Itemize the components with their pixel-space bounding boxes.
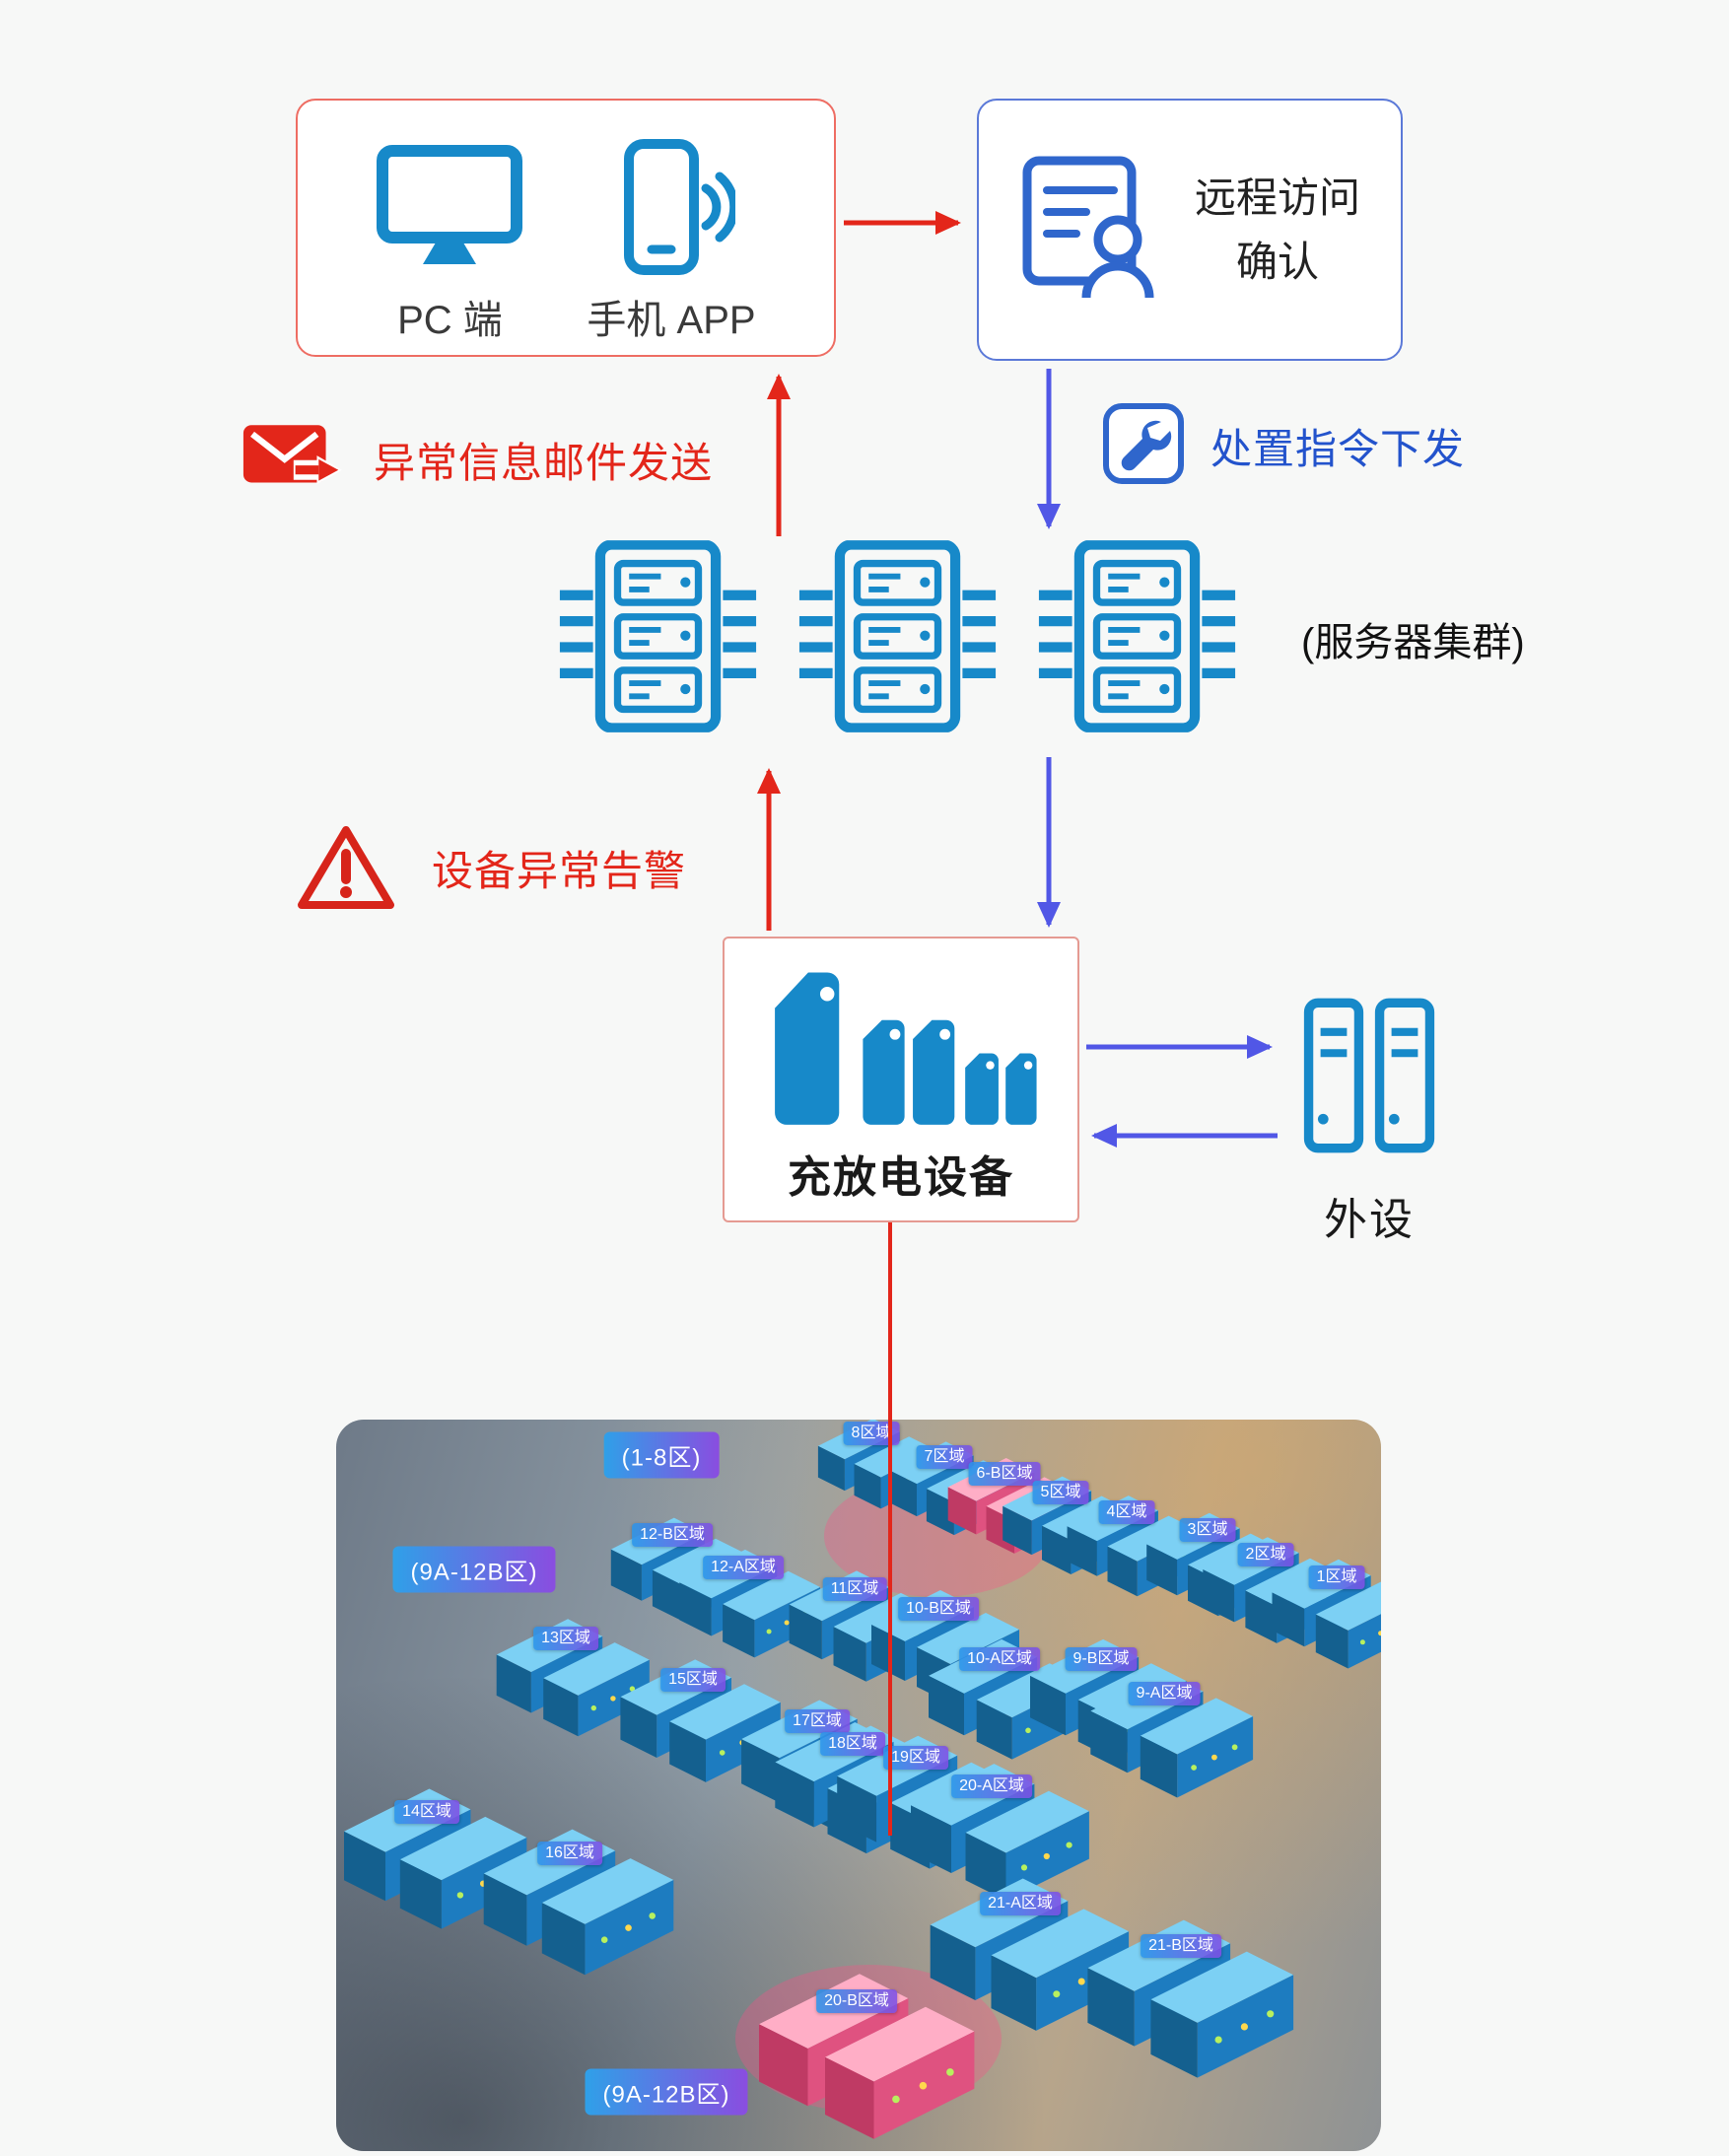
zone-label: 18区域 xyxy=(820,1732,885,1756)
peripherals: 外设 xyxy=(1303,998,1435,1247)
wrench-icon xyxy=(1102,402,1185,490)
warning-icon xyxy=(296,820,396,916)
zone-label: 9-A区域 xyxy=(1128,1682,1201,1705)
zone-label: 9-B区域 xyxy=(1065,1647,1138,1671)
zone-label: 1区域 xyxy=(1308,1565,1365,1589)
remote-access-box: 远程访问 确认 xyxy=(977,99,1403,361)
zone-label: 15区域 xyxy=(660,1668,726,1692)
mobile-app-icon xyxy=(607,128,735,288)
remote-access-line1: 远程访问 xyxy=(1194,174,1360,221)
zone-label: 8区域 xyxy=(843,1422,900,1445)
zone-label: 4区域 xyxy=(1098,1500,1155,1524)
zone-label: 6-B区域 xyxy=(968,1462,1041,1486)
pc-label: PC 端 xyxy=(397,299,503,342)
command-flow: 处置指令下发 xyxy=(1102,402,1465,490)
map-banner: (9A-12B区) xyxy=(585,2068,748,2116)
charge-discharge-box: 充放电设备 xyxy=(723,937,1079,1222)
server-cluster: (服务器集群) xyxy=(557,540,1525,737)
zone-label: 14区域 xyxy=(394,1800,459,1824)
mobile-client: 手机 APP xyxy=(587,128,756,355)
command-flow-label: 处置指令下发 xyxy=(1210,426,1466,472)
server-icon xyxy=(796,540,999,737)
zone-label: 17区域 xyxy=(785,1709,850,1733)
zone-label: 21-B区域 xyxy=(1141,1934,1221,1958)
remote-access-icon xyxy=(1019,153,1167,308)
remote-access-line2: 确认 xyxy=(1235,239,1319,285)
client-devices-box: PC 端 手机 APP xyxy=(296,99,836,357)
alarm-flow-label: 设备异常告警 xyxy=(432,848,687,894)
server-icon xyxy=(1036,540,1238,737)
mail-icon xyxy=(242,418,342,502)
zone-label: 12-A区域 xyxy=(703,1556,784,1579)
server-cluster-label: (服务器集群) xyxy=(1301,621,1525,664)
email-flow: 异常信息邮件发送 xyxy=(242,418,713,502)
map-banner: (9A-12B区) xyxy=(392,1546,556,1593)
zone-label: 5区域 xyxy=(1032,1481,1089,1504)
zone-label: 10-A区域 xyxy=(959,1647,1040,1671)
zone-label: 13区域 xyxy=(533,1627,598,1650)
peripherals-label: 外设 xyxy=(1324,1196,1415,1244)
zone-label: 20-B区域 xyxy=(816,1989,897,2013)
app-label: 手机 APP xyxy=(587,299,756,342)
zone-label: 21-A区域 xyxy=(980,1892,1061,1915)
zone-label: 20-A区域 xyxy=(951,1774,1032,1798)
server-icon xyxy=(557,540,759,737)
zone-label: 12-B区域 xyxy=(632,1523,713,1547)
zone-label: 2区域 xyxy=(1237,1543,1294,1566)
email-flow-label: 异常信息邮件发送 xyxy=(374,440,714,486)
tower-pc-icon xyxy=(1374,998,1435,1158)
zone-label: 7区域 xyxy=(916,1445,973,1469)
zone-label: 16区域 xyxy=(537,1842,602,1865)
tower-pc-icon xyxy=(1303,998,1364,1158)
pc-client: PC 端 xyxy=(376,128,523,355)
remote-access-label: 远程访问 确认 xyxy=(1195,166,1360,294)
zone-label: 10-B区域 xyxy=(898,1597,979,1621)
zone-label: 11区域 xyxy=(822,1577,887,1601)
charge-box-label: 充放电设备 xyxy=(788,1153,1014,1202)
peripheral-towers xyxy=(1303,998,1435,1158)
pc-monitor-icon xyxy=(376,128,523,288)
charging-equipment-icon xyxy=(763,958,1039,1142)
alarm-flow: 设备异常告警 xyxy=(296,820,686,916)
zone-label: 19区域 xyxy=(883,1746,948,1770)
map-banner: (1-8区) xyxy=(603,1431,720,1479)
zone-label: 3区域 xyxy=(1179,1518,1236,1542)
